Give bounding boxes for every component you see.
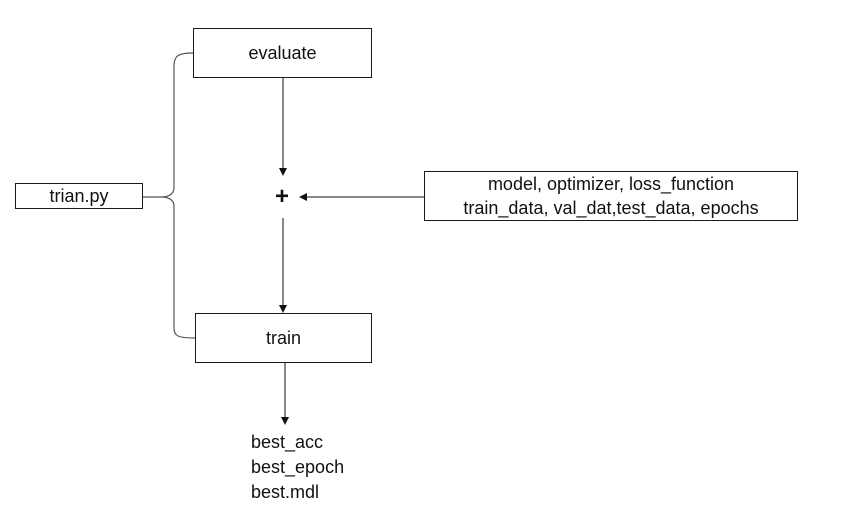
- evaluate-node-label: evaluate: [248, 43, 317, 63]
- output-best-acc: best_acc: [251, 432, 324, 452]
- inputs-line-1: model, optimizer, loss_function: [487, 174, 735, 194]
- grouping-brace: [160, 52, 196, 339]
- inputs-line-2: train_data, val_dat,test_data, epochs: [463, 198, 759, 218]
- train-node-label: train: [265, 328, 301, 348]
- output-best-epoch: best_epoch: [251, 457, 345, 477]
- combine-symbol: +: [275, 183, 290, 210]
- script-node-trian-py: trian.py: [15, 183, 143, 209]
- inputs-node: model, optimizer, loss_function train_da…: [424, 171, 798, 221]
- script-node-label: trian.py: [49, 186, 109, 206]
- output-best-mdl: best.mdl: [251, 482, 320, 502]
- evaluate-node: evaluate: [193, 28, 372, 78]
- train-node: train: [195, 313, 372, 363]
- outputs-list: best_acc best_epoch best.mdl: [251, 430, 344, 505]
